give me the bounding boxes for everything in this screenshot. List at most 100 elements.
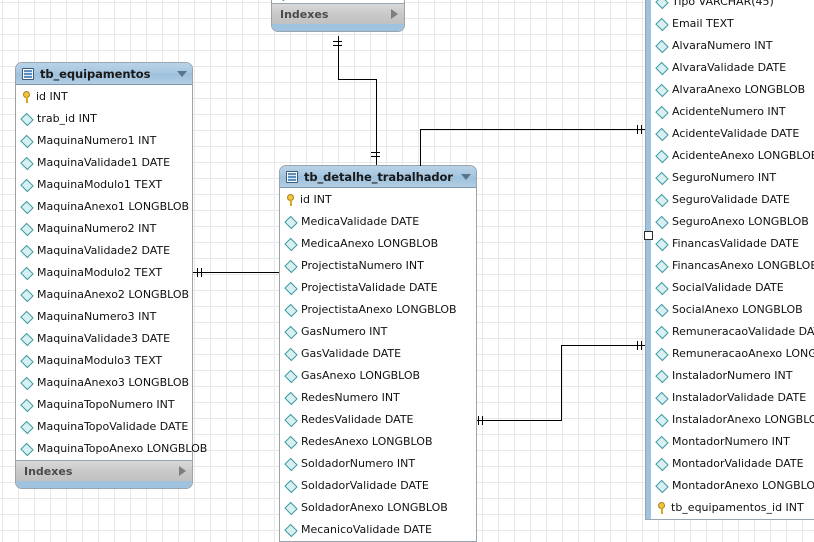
table-column[interactable]: tb_equipamentos_id INT (651, 497, 814, 519)
table-column[interactable]: GasNumero INT (280, 321, 476, 343)
table-icon (22, 67, 34, 80)
relationship-line-top-segment-v1[interactable] (338, 36, 339, 80)
table-column[interactable]: MontadorAnexo LONGBLOB (651, 475, 814, 497)
table-column[interactable]: AcidenteValidade DATE (651, 123, 814, 145)
table-column[interactable]: RemuneracaoValidade DATE (651, 321, 814, 343)
table-column[interactable]: GasAnexo LONGBLOB (280, 365, 476, 387)
column-label: SeguroNumero INT (672, 171, 777, 184)
column-label: FinancasValidade DATE (672, 237, 799, 250)
indexes-section-tb-equipamentos[interactable]: Indexes (16, 460, 192, 481)
table-column[interactable]: id INT (280, 189, 476, 211)
table-column[interactable]: SocialValidade DATE (651, 277, 814, 299)
table-column[interactable]: MontadorNumero INT (651, 431, 814, 453)
relationship-line-equipamentos-detalhe[interactable] (193, 272, 279, 273)
primary-key-icon (657, 502, 667, 514)
table-column[interactable]: FinancasValidade DATE (651, 233, 814, 255)
table-column[interactable]: SeguroAnexo LONGBLOB (651, 211, 814, 233)
table-column[interactable]: MaquinaModulo1 TEXT (16, 174, 192, 196)
table-column[interactable]: MaquinaValidade3 DATE (16, 328, 192, 350)
column-icon (284, 215, 298, 229)
relationship-line-detalhe-right-lower-v[interactable] (561, 345, 562, 421)
column-label: ProjectistaAnexo LONGBLOB (301, 303, 457, 316)
column-icon (655, 325, 669, 339)
table-column[interactable]: MaquinaValidade2 DATE (16, 240, 192, 262)
table-header-tb-detalhe-trabalhador[interactable]: tb_detalhe_trabalhador (280, 166, 476, 188)
column-icon (20, 310, 34, 324)
table-column[interactable]: RemuneracaoAnexo LONG... (651, 343, 814, 365)
table-column[interactable]: SoldadorValidade DATE (280, 475, 476, 497)
table-column[interactable]: RedesValidade DATE (280, 409, 476, 431)
table-column[interactable]: InstaladorAnexo LONGBLOB (651, 409, 814, 431)
column-label: SocialAnexo LONGBLOB (672, 303, 803, 316)
table-column[interactable]: MaquinaModulo2 TEXT (16, 262, 192, 284)
chevron-right-icon (391, 9, 398, 19)
table-column[interactable]: AlvaraValidade DATE (651, 57, 814, 79)
column-icon (284, 391, 298, 405)
table-column[interactable]: MaquinaNumero2 INT (16, 218, 192, 240)
table-column[interactable]: MaquinaModulo3 TEXT (16, 350, 192, 372)
relationship-line-detalhe-right-lower-h1[interactable] (477, 420, 561, 421)
table-column[interactable]: AcidenteNumero INT (651, 101, 814, 123)
column-icon (655, 237, 669, 251)
table-column[interactable]: MaquinaTopoValidade DATE (16, 416, 192, 438)
relationship-line-detalhe-right-lower-h2[interactable] (561, 345, 645, 346)
table-column[interactable]: MaquinaTopoNumero INT (16, 394, 192, 416)
column-label: MedicaValidade DATE (301, 215, 420, 228)
table-column[interactable]: MaquinaAnexo1 LONGBLOB (16, 196, 192, 218)
table-column[interactable]: MontadorValidade DATE (651, 453, 814, 475)
table-column[interactable]: ProjectistaAnexo LONGBLOB (280, 299, 476, 321)
table-column[interactable]: MaquinaNumero1 INT (16, 130, 192, 152)
table-column[interactable]: GasValidade DATE (280, 343, 476, 365)
table-column[interactable]: AlvaraNumero INT (651, 35, 814, 57)
column-icon (655, 17, 669, 31)
table-column[interactable]: MaquinaValidade1 DATE (16, 152, 192, 174)
column-label: AlvaraNumero INT (672, 39, 773, 52)
table-column[interactable]: MaquinaAnexo2 LONGBLOB (16, 284, 192, 306)
table-column[interactable]: InstaladorNumero INT (651, 365, 814, 387)
table-column[interactable]: SeguroValidade DATE (651, 189, 814, 211)
relationship-line-top-segment-v2[interactable] (376, 79, 377, 165)
table-column[interactable]: SocialAnexo LONGBLOB (651, 299, 814, 321)
table-column[interactable]: ProjectistaValidade DATE (280, 277, 476, 299)
table-column[interactable]: SoldadorAnexo LONGBLOB (280, 497, 476, 519)
table-tb-detalhe-trabalhador[interactable]: tb_detalhe_trabalhador id INT MedicaVali… (279, 165, 477, 542)
indexes-label: Indexes (24, 464, 73, 478)
table-column[interactable]: trab_id INT (16, 108, 192, 130)
column-label: MontadorValidade DATE (672, 457, 804, 470)
table-column[interactable]: id INT (16, 86, 192, 108)
relationship-line-detalhe-right-h[interactable] (420, 129, 645, 130)
table-header-tb-equipamentos[interactable]: tb_equipamentos (16, 63, 192, 85)
table-column[interactable]: FinancasAnexo LONGBLOB (651, 255, 814, 277)
table-column[interactable]: InstaladorValidade DATE (651, 387, 814, 409)
table-column[interactable]: RedesNumero INT (280, 387, 476, 409)
column-icon (20, 288, 34, 302)
table-column[interactable]: MedicaAnexo LONGBLOB (280, 233, 476, 255)
table-column[interactable]: SeguroNumero INT (651, 167, 814, 189)
table-right-partial[interactable]: Tipo VARCHAR(45) Email TEXT AlvaraNumero… (645, 0, 814, 520)
table-column[interactable]: Tipo VARCHAR(45) (651, 0, 814, 13)
table-tb-equipamentos[interactable]: tb_equipamentos id INT trab_id INT Maqui… (15, 62, 207, 489)
table-column[interactable]: MecanicoValidade DATE (280, 519, 476, 541)
relationship-line-detalhe-right-v[interactable] (420, 129, 421, 166)
table-column[interactable]: RedesAnexo LONGBLOB (280, 431, 476, 453)
table-column[interactable]: Email TEXT (651, 13, 814, 35)
relationship-cardinality-tick (478, 416, 479, 425)
indexes-section-top[interactable]: Indexes (272, 3, 404, 24)
column-label: RedesNumero INT (301, 391, 400, 404)
table-column[interactable]: MaquinaAnexo3 LONGBLOB (16, 372, 192, 394)
table-top-partial[interactable]: Funcao VARCHAR(100) Indexes (271, 0, 405, 32)
table-column[interactable]: ProjectistaNumero INT (280, 255, 476, 277)
table-resize-handle[interactable] (644, 231, 653, 240)
table-column[interactable]: MedicaValidade DATE (280, 211, 476, 233)
table-column[interactable]: AcidenteAnexo LONGBLOB (651, 145, 814, 167)
chevron-down-icon[interactable] (177, 70, 187, 77)
table-columns-tb-equipamentos: id INT trab_id INT MaquinaNumero1 INT Ma… (16, 85, 207, 460)
column-label: trab_id INT (37, 112, 97, 125)
table-column[interactable]: AlvaraAnexo LONGBLOB (651, 79, 814, 101)
chevron-down-icon[interactable] (461, 173, 471, 180)
relationship-line-top-segment-h1[interactable] (338, 79, 377, 80)
table-column[interactable]: MaquinaTopoAnexo LONGBLOB (16, 438, 207, 460)
table-column[interactable]: MaquinaNumero3 INT (16, 306, 192, 328)
table-column[interactable]: SoldadorNumero INT (280, 453, 476, 475)
